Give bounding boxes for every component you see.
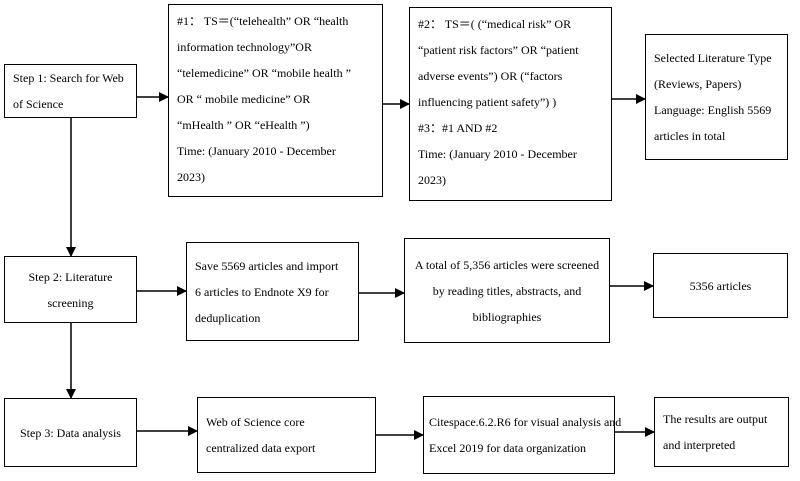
- import-line-3: deduplication: [195, 310, 261, 325]
- screen-line-2: by reading titles, abstracts, and: [432, 283, 582, 298]
- query1-line-5: “mHealth ” OR “eHealth ”): [177, 118, 310, 132]
- query1-line-3: “telemedicine” OR “mobile health ”: [177, 66, 351, 80]
- screen-line-1: A total of 5,356 articles were screened: [414, 257, 600, 272]
- tools-line-2: Excel 2019 for data organization: [429, 441, 587, 455]
- tools-line-1: Citespace.6.2.R6 for visual analysis and: [429, 415, 622, 429]
- query2-line-1: #2： TS＝( (“medical risk” OR: [418, 17, 572, 31]
- query2-line-7: 2023): [418, 173, 446, 187]
- result2-line-1: 5356 articles: [689, 278, 752, 293]
- query2-line-4: influencing patient safety”) ): [418, 95, 557, 109]
- result2-box: 5356 articles: [653, 253, 788, 318]
- result3-box: The results are output and interpreted: [654, 397, 789, 467]
- result1-line-2: (Reviews, Papers): [654, 77, 742, 91]
- screen-box: A total of 5,356 articles were screened …: [404, 238, 610, 343]
- query1-line-7: 2023): [177, 170, 205, 184]
- import-line-2: 6 articles to Endnote X9 for: [195, 284, 329, 299]
- result3-line-2: and interpreted: [663, 438, 736, 452]
- import-line-1: Save 5569 articles and import: [195, 258, 339, 273]
- step1-line-2: of Science: [13, 97, 64, 111]
- query1-box: #1： TS＝(“telehealth” OR “health informat…: [168, 4, 383, 197]
- screen-line-3: bibliographies: [472, 309, 542, 324]
- export-box: Web of Science core centralized data exp…: [197, 397, 376, 473]
- result1-box: Selected Literature Type (Reviews, Paper…: [645, 34, 788, 160]
- step3-line-1: Step 3: Data analysis: [20, 425, 121, 440]
- result1-line-3: Language: English 5569: [654, 103, 772, 117]
- query2-line-6: Time: (January 2010 - December: [418, 147, 577, 161]
- export-line-1: Web of Science core: [206, 415, 305, 429]
- step2-line-1: Step 2: Literature: [28, 269, 113, 284]
- import-box: Save 5569 articles and import 6 articles…: [186, 242, 359, 341]
- step3-box: Step 3: Data analysis: [4, 398, 137, 467]
- step1-line-1: Step 1: Search for Web: [13, 71, 124, 85]
- query1-line-2: information technology”OR: [177, 40, 312, 54]
- result1-line-1: Selected Literature Type: [654, 51, 772, 65]
- query1-line-4: OR “ mobile medicine” OR: [177, 92, 311, 106]
- query1-line-6: Time: (January 2010 - December: [177, 144, 336, 158]
- export-line-2: centralized data export: [206, 441, 316, 455]
- query2-box: #2： TS＝( (“medical risk” OR “patient ris…: [409, 7, 612, 201]
- result1-line-4: articles in total: [654, 129, 726, 143]
- query1-line-1: #1： TS＝(“telehealth” OR “health: [177, 14, 349, 28]
- step1-box: Step 1: Search for Web of Science: [4, 64, 137, 118]
- step2-box: Step 2: Literature screening: [4, 256, 137, 323]
- tools-box: Citespace.6.2.R6 for visual analysis and…: [423, 396, 622, 474]
- step2-line-2: screening: [47, 295, 94, 310]
- query2-line-3: adverse events”) OR (“factors: [418, 69, 563, 83]
- query2-line-5: #3：#1 AND #2: [418, 121, 498, 135]
- result3-line-1: The results are output: [663, 412, 768, 426]
- query2-line-2: “patient risk factors” OR “patient: [418, 43, 579, 57]
